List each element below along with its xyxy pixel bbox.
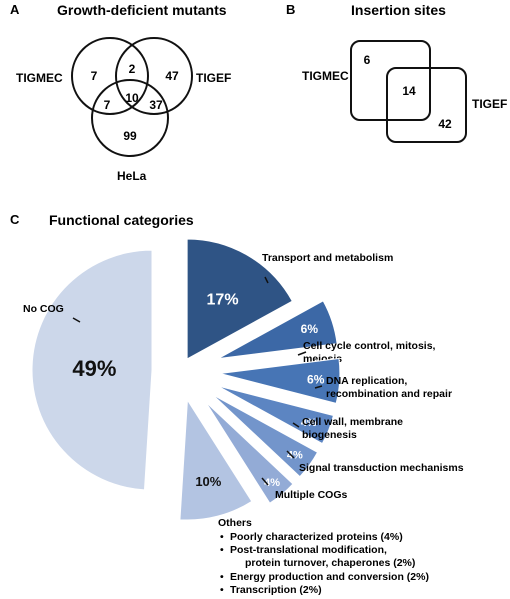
slice-percent-label: 4% [287, 449, 303, 461]
slice-leader-line [286, 450, 295, 459]
venn-count-all-three: 10 [125, 91, 139, 105]
venn-count-tigmec-hela: 7 [104, 98, 111, 112]
venn-count-tigef-only: 47 [165, 69, 179, 83]
slice-leader-line [314, 385, 323, 389]
box-count-tigef-only: 42 [438, 117, 452, 131]
slice-category-label: DNA replication,recombination and repair [326, 375, 452, 400]
box-tigef [386, 67, 467, 143]
venn-count-tigmec-only: 7 [91, 69, 98, 83]
venn-circle-tigef [115, 37, 193, 115]
slice-percent-label: 6% [301, 322, 319, 336]
pie-slice [205, 401, 294, 504]
slice-percent-label: 6% [307, 373, 325, 387]
venn-circle-hela [91, 79, 169, 157]
slice-percent-label: 49% [72, 356, 116, 381]
slice-percent-label: 4% [301, 417, 317, 429]
venn-label-tigmec: TIGMEC [16, 71, 63, 85]
pie-slice [186, 238, 293, 360]
pie-slice [219, 357, 341, 404]
others-item: Poorly characterized proteins (4%) [230, 531, 403, 543]
panel-a: A Growth-deficient mutants TIGMEC TIGEF … [10, 2, 231, 183]
venn-count-tigmec-tigef: 2 [129, 62, 136, 76]
slice-percent-label: 4% [264, 477, 280, 489]
others-item: Energy production and conversion (2%) [230, 571, 429, 583]
box-label-tigef: TIGEF [472, 97, 507, 111]
box-count-both: 14 [402, 84, 416, 98]
panel-b-letter: B [286, 2, 295, 17]
slice-category-label: Multiple COGs [275, 489, 347, 501]
panel-a-letter: A [10, 2, 20, 17]
slice-category-label: Transport and metabolism [262, 252, 393, 264]
others-list: Others • Poorly characterized proteins (… [218, 517, 429, 596]
venn-count-tigef-hela: 37 [149, 98, 163, 112]
pie-slice [216, 385, 335, 445]
panel-c: C Functional categories 17% Transport and… [10, 212, 464, 596]
venn-count-hela-only: 99 [123, 129, 137, 143]
slice-percent-label: 17% [207, 292, 239, 309]
others-bullet: • [220, 571, 224, 583]
panel-b-title: Insertion sites [351, 2, 446, 18]
box-label-tigmec: TIGMEC [302, 69, 349, 83]
pie-slice [179, 398, 253, 521]
pie-slice [217, 300, 338, 360]
others-bullet: • [220, 544, 224, 556]
panel-c-letter: C [10, 212, 20, 227]
slice-category-label: No COG [23, 303, 64, 315]
others-item: Post-translational modification, [230, 544, 387, 556]
others-bullet: • [220, 584, 224, 596]
others-heading: Others [218, 517, 252, 529]
slice-leader-line [297, 351, 307, 356]
panel-a-title: Growth-deficient mutants [57, 2, 227, 18]
pie-slice [31, 249, 153, 491]
others-bullet: • [220, 531, 224, 543]
panel-b: B Insertion sites TIGMEC TIGEF 6 14 42 [286, 2, 507, 143]
box-tigmec [350, 40, 431, 121]
others-item-continuation: protein turnover, chaperones (2%) [245, 557, 415, 569]
venn-label-hela: HeLa [117, 169, 147, 183]
slice-category-label: Signal transduction mechanisms [299, 462, 464, 474]
slice-leader-line [292, 422, 300, 428]
venn-label-tigef: TIGEF [196, 71, 231, 85]
others-item: Transcription (2%) [230, 584, 322, 596]
slice-percent-label: 10% [195, 474, 221, 489]
slice-leader-line [261, 477, 269, 486]
slice-leader-line [264, 276, 269, 284]
box-count-tigmec-only: 6 [364, 53, 371, 67]
venn-circle-tigmec [71, 37, 149, 115]
slice-leader-line [72, 317, 81, 323]
panel-c-title: Functional categories [49, 212, 194, 228]
